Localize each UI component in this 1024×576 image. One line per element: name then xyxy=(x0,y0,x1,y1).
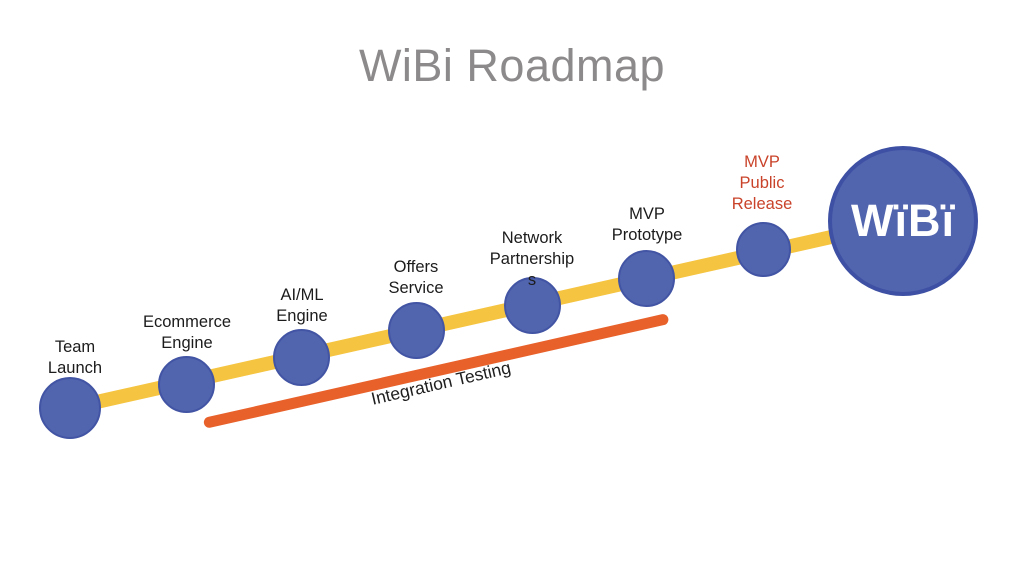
milestone-label-mvp-prototype: MVP Prototype xyxy=(611,205,683,244)
wibi-logo-text: WïBï xyxy=(851,195,955,246)
wibi-logo-circle: WïBï xyxy=(828,146,978,296)
milestone-dot-team-launch xyxy=(39,377,101,439)
milestone-label-network-partnerships: Network Partnership s xyxy=(489,229,575,289)
milestone-label-team-launch: Team Launch xyxy=(47,338,103,377)
slide-title: WiBi Roadmap xyxy=(358,40,666,91)
milestone-dot-offers-service xyxy=(388,302,445,359)
milestone-dot-ecommerce-engine xyxy=(158,356,215,413)
milestone-label-mvp-public-release: MVP Public Release xyxy=(731,153,793,213)
milestone-dot-mvp-public-release xyxy=(736,222,791,277)
milestone-label-ecommerce-engine: Ecommerce Engine xyxy=(142,313,232,352)
milestone-dot-network-partnerships xyxy=(504,277,561,334)
milestone-label-aiml-engine: AI/ML Engine xyxy=(276,286,328,325)
milestone-dot-aiml-engine xyxy=(273,329,330,386)
milestone-label-offers-service: Offers Service xyxy=(388,258,444,297)
milestone-dot-mvp-prototype xyxy=(618,250,675,307)
